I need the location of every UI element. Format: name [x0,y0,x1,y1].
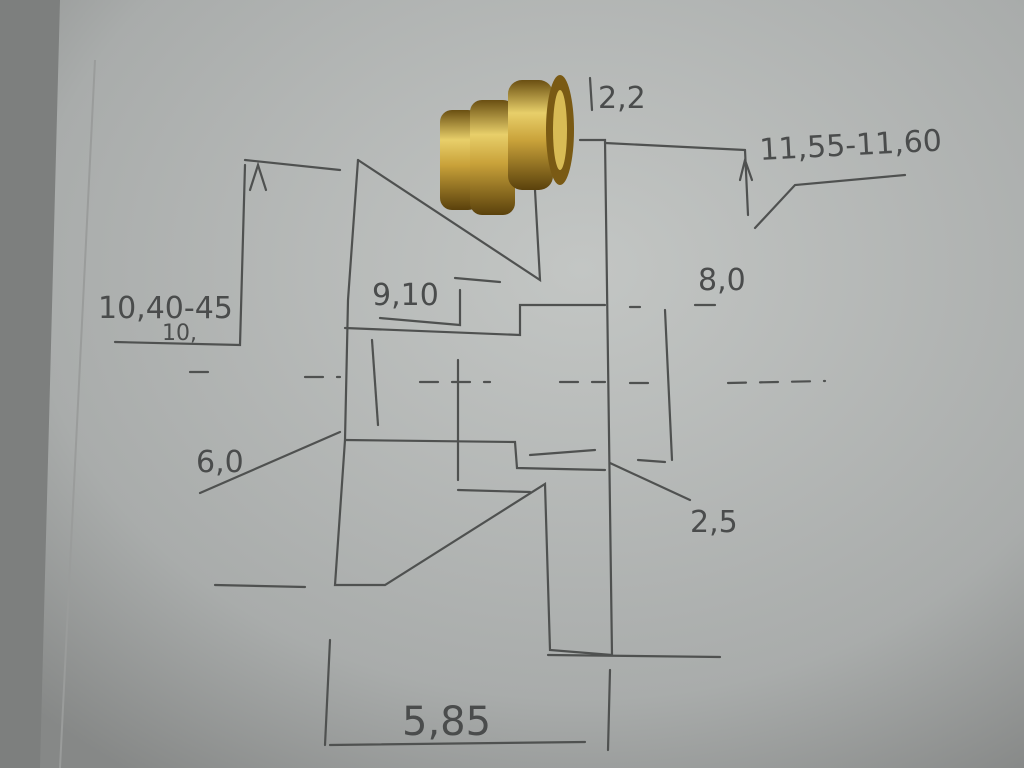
dimension-left-diameter: 10,40-45 [98,291,233,326]
dimension-bore-diameter: 6,0 [196,445,244,480]
paper-edge [59,59,96,768]
dimension-left-diameter-sub: 10, [162,321,197,346]
dimension-total-length: 5,85 [402,699,491,745]
dimension-step-width: 2,5 [690,505,738,540]
part-outline [113,76,907,752]
dimension-right-diameter: 8,0 [698,263,746,298]
brass-fitting [440,75,574,215]
paper-sheet [40,0,1024,768]
dimension-top-gap: 2,2 [598,81,646,116]
dimension-inner-diameter: 9,10 [372,278,439,313]
